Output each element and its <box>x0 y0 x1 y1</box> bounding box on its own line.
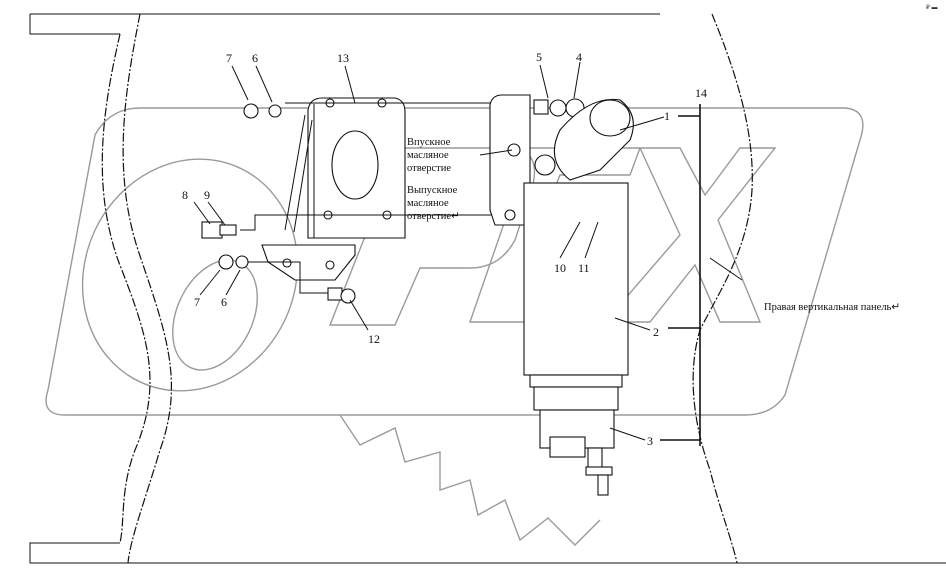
outlet-label-line2: масляное <box>407 198 449 209</box>
callout-7b: 7 <box>194 295 200 309</box>
callout-13: 13 <box>337 51 349 65</box>
washer-6-bottom <box>235 255 249 269</box>
head-cap <box>589 99 631 137</box>
watermark <box>45 107 864 546</box>
callout-2: 2 <box>653 325 659 339</box>
frame-top-flange <box>29 14 120 35</box>
watermark-letter-o-inner <box>172 259 258 371</box>
leader-13 <box>344 65 356 104</box>
filter-canister <box>523 182 629 376</box>
inlet-label-line1: Впускное <box>407 137 451 148</box>
nut-7-bottom <box>218 254 234 270</box>
annotations: Впускное масляное отверстие Выпускное ма… <box>407 4 937 313</box>
panel-label: Правая вертикальная панель↵ <box>764 302 900 313</box>
leader-7 <box>231 65 249 101</box>
assembly-line <box>240 214 500 231</box>
bracket-hole <box>331 130 379 200</box>
leader-8 <box>193 201 211 225</box>
bracket-13 <box>261 97 406 281</box>
washer-6-top <box>268 104 282 118</box>
leader-lines <box>193 61 743 441</box>
bracket-foot-hole <box>282 258 292 268</box>
callout-7a: 7 <box>226 51 232 65</box>
outlet-label-line3: отверстие↵ <box>407 211 460 222</box>
leader-1 <box>619 116 665 131</box>
frame-panel <box>29 13 946 564</box>
leader-9 <box>207 201 226 226</box>
leader-6 <box>255 65 273 103</box>
callout-11: 11 <box>578 261 590 275</box>
callout-12: 12 <box>368 332 380 346</box>
leader-inlet <box>479 149 513 156</box>
filter-collar <box>533 386 619 411</box>
watermark-letter-x <box>603 147 777 323</box>
filter-element-2 <box>523 182 629 496</box>
fitting-9 <box>219 224 237 236</box>
leader-7b <box>199 269 221 296</box>
drain-valve <box>549 436 586 458</box>
head-port <box>534 154 556 176</box>
callout-6b: 6 <box>221 295 227 309</box>
head-port-inlet <box>507 143 521 157</box>
outlet-label-line1: Выпускное <box>407 185 458 196</box>
watermark-letter-o <box>81 158 299 392</box>
leader-4 <box>573 61 581 99</box>
callout-6a: 6 <box>252 51 258 65</box>
leader-2 <box>614 317 651 331</box>
callout-14: 14 <box>695 86 707 100</box>
leader-12 <box>349 299 369 331</box>
frame-bottom-edge <box>29 542 946 564</box>
drain-plug-head <box>585 466 613 476</box>
drain-plug <box>587 447 603 469</box>
leader-10 <box>559 221 581 259</box>
assembly-line <box>240 261 330 294</box>
leader-3 <box>609 427 646 441</box>
bolt-12-head <box>340 288 356 304</box>
leader-panel <box>709 257 743 281</box>
callout-8: 8 <box>182 188 188 202</box>
callout-1: 1 <box>664 109 670 123</box>
corner-mark: ₽ ▬ <box>926 4 937 11</box>
bracket-support-arm <box>284 114 313 233</box>
leader-6b <box>225 269 241 296</box>
callout-4: 4 <box>576 50 582 64</box>
filter-ring <box>529 374 623 388</box>
frame-left-outer-edge <box>122 13 173 564</box>
bracket-foot-hole <box>325 260 335 270</box>
frame-right-edge <box>692 13 753 564</box>
callout-9: 9 <box>204 188 210 202</box>
callout-10: 10 <box>554 261 566 275</box>
watermark-badge-outline <box>45 107 864 416</box>
inlet-label-line2: масляное <box>407 150 449 161</box>
bolt-12 <box>327 287 343 301</box>
leader-11 <box>584 221 599 259</box>
callout-5: 5 <box>536 50 542 64</box>
head-mounting-plate <box>489 94 531 226</box>
watermark-gear-teeth <box>339 414 601 546</box>
washer-4 <box>549 99 567 117</box>
drain-pin <box>597 474 609 496</box>
callout-3: 3 <box>647 434 653 448</box>
fitting-8 <box>201 221 223 239</box>
callout-numbers: 1 2 3 4 5 6 6 7 7 8 9 10 11 12 13 14 <box>182 50 707 448</box>
frame-left-inner-edge <box>101 33 151 544</box>
filter-head-1 <box>489 94 634 226</box>
inlet-label-line3: отверстие <box>407 163 451 174</box>
bolt-5 <box>533 99 549 115</box>
nut-7-top <box>243 103 259 119</box>
head-plate-hole <box>504 209 516 221</box>
callout-14-bracket <box>660 104 701 446</box>
leader-5 <box>539 64 549 99</box>
